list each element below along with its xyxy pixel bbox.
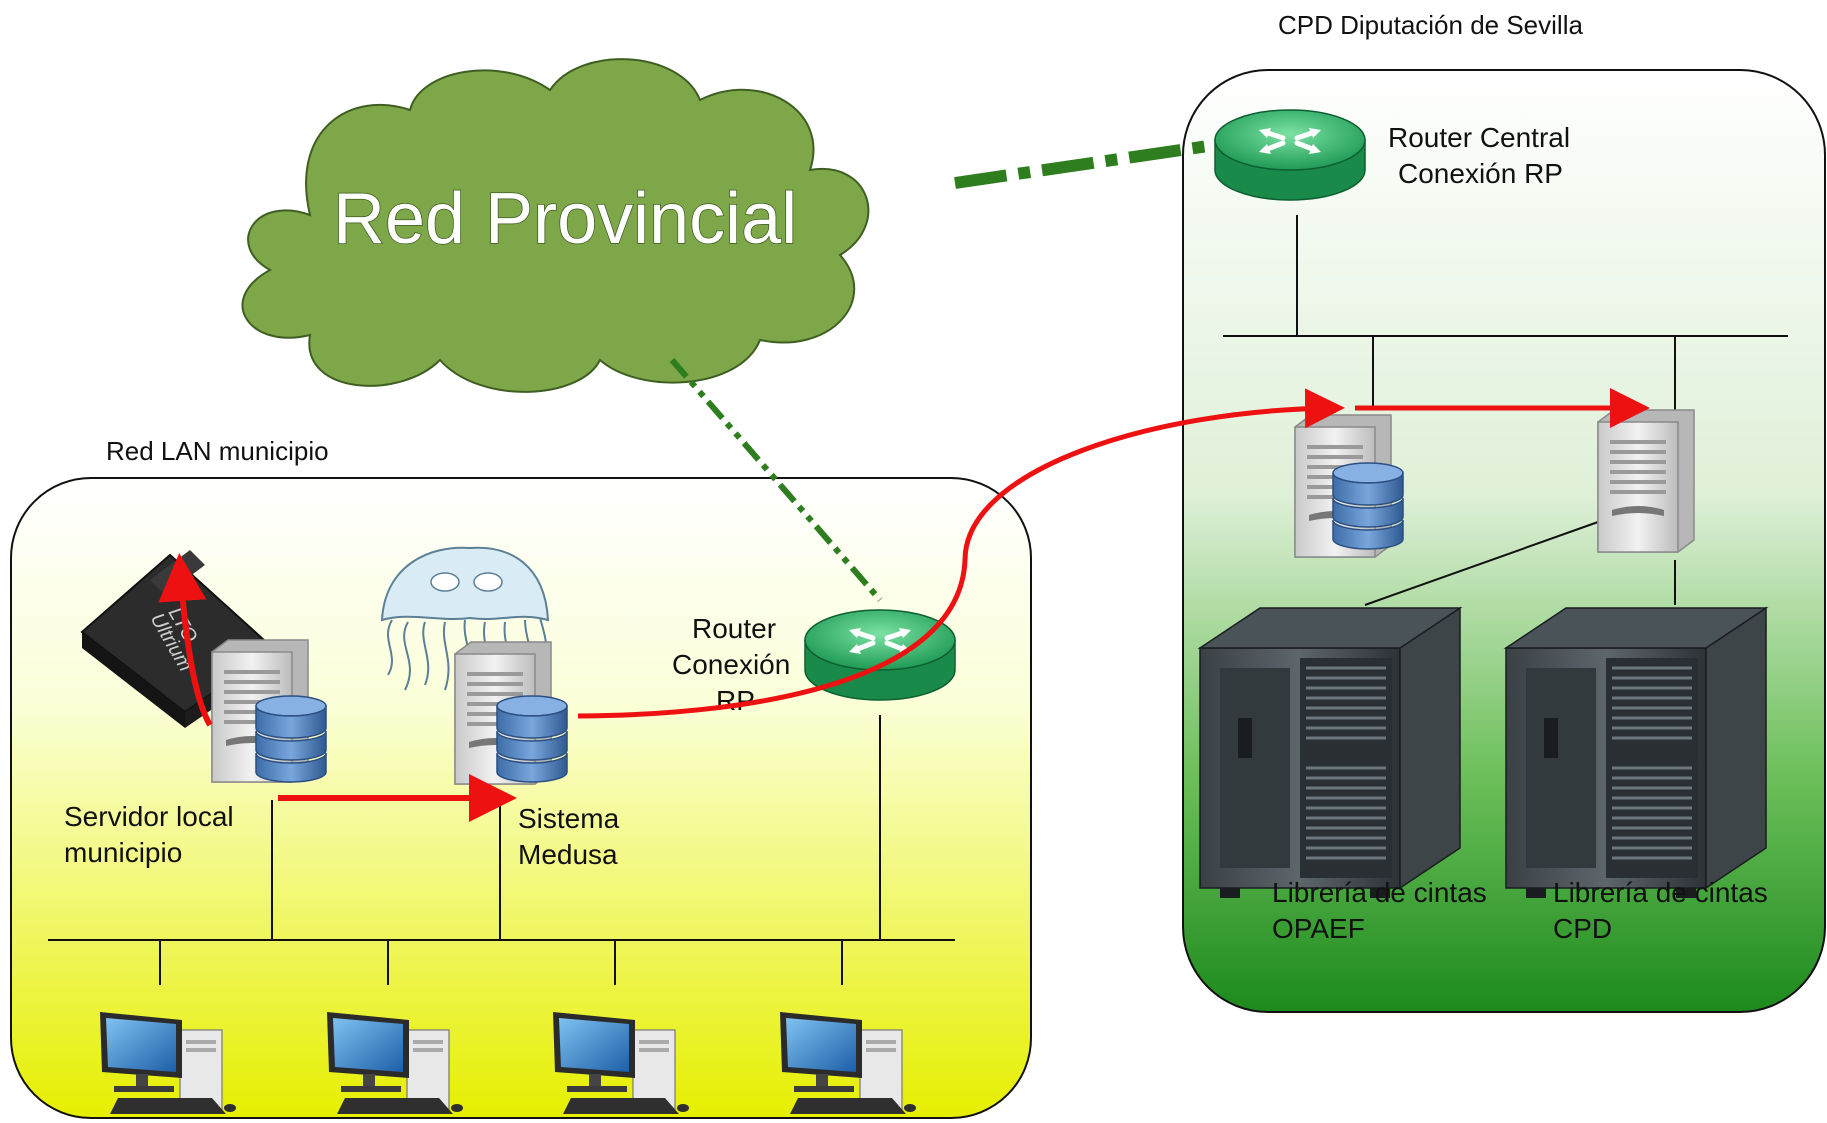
lan-router-label-line2: Conexión	[672, 649, 790, 680]
local-server-label-line2: municipio	[64, 837, 182, 868]
cloud-to-central-router-link	[954, 139, 1216, 189]
central-router-icon	[1215, 110, 1365, 200]
local-server-label-line1: Servidor local	[64, 801, 234, 832]
lan-title: Red LAN municipio	[106, 436, 329, 466]
cloud-to-lan-router-link	[669, 358, 883, 602]
medusa-label-line2: Medusa	[518, 839, 618, 870]
tape-library-cpd-icon	[1504, 606, 1768, 900]
lan-router-label-line1: Router	[692, 613, 776, 644]
medusa-server-icon	[454, 641, 568, 785]
red-provincial-cloud	[241, 58, 870, 393]
tape-library-opaef-icon	[1198, 606, 1462, 900]
cpd-db-server-icon	[1294, 414, 1404, 558]
lan-bus	[48, 715, 955, 985]
library-opaef-label-line2: OPAEF	[1272, 913, 1365, 944]
lan-router-label-line3: RP	[716, 685, 755, 716]
library-opaef-label-line1: Librería de cintas	[1272, 877, 1487, 908]
library-cpd-label-line2: CPD	[1553, 913, 1612, 944]
flow-medusa-to-cpd	[577, 388, 1345, 719]
cpd-server-icon	[1597, 409, 1695, 553]
central-router-label-line1: Router Central	[1388, 122, 1570, 153]
backup-flow-to-tape	[158, 553, 213, 727]
lan-container	[10, 477, 1032, 1119]
cpd-bus	[1223, 215, 1788, 606]
central-router-label-line2: Conexión RP	[1398, 158, 1563, 189]
cpd-title: CPD Diputación de Sevilla	[1278, 10, 1583, 40]
library-cpd-label-line1: Librería de cintas	[1553, 877, 1768, 908]
medusa-label-line1: Sistema	[518, 803, 620, 834]
cloud-label: Red Provincial	[333, 179, 797, 259]
